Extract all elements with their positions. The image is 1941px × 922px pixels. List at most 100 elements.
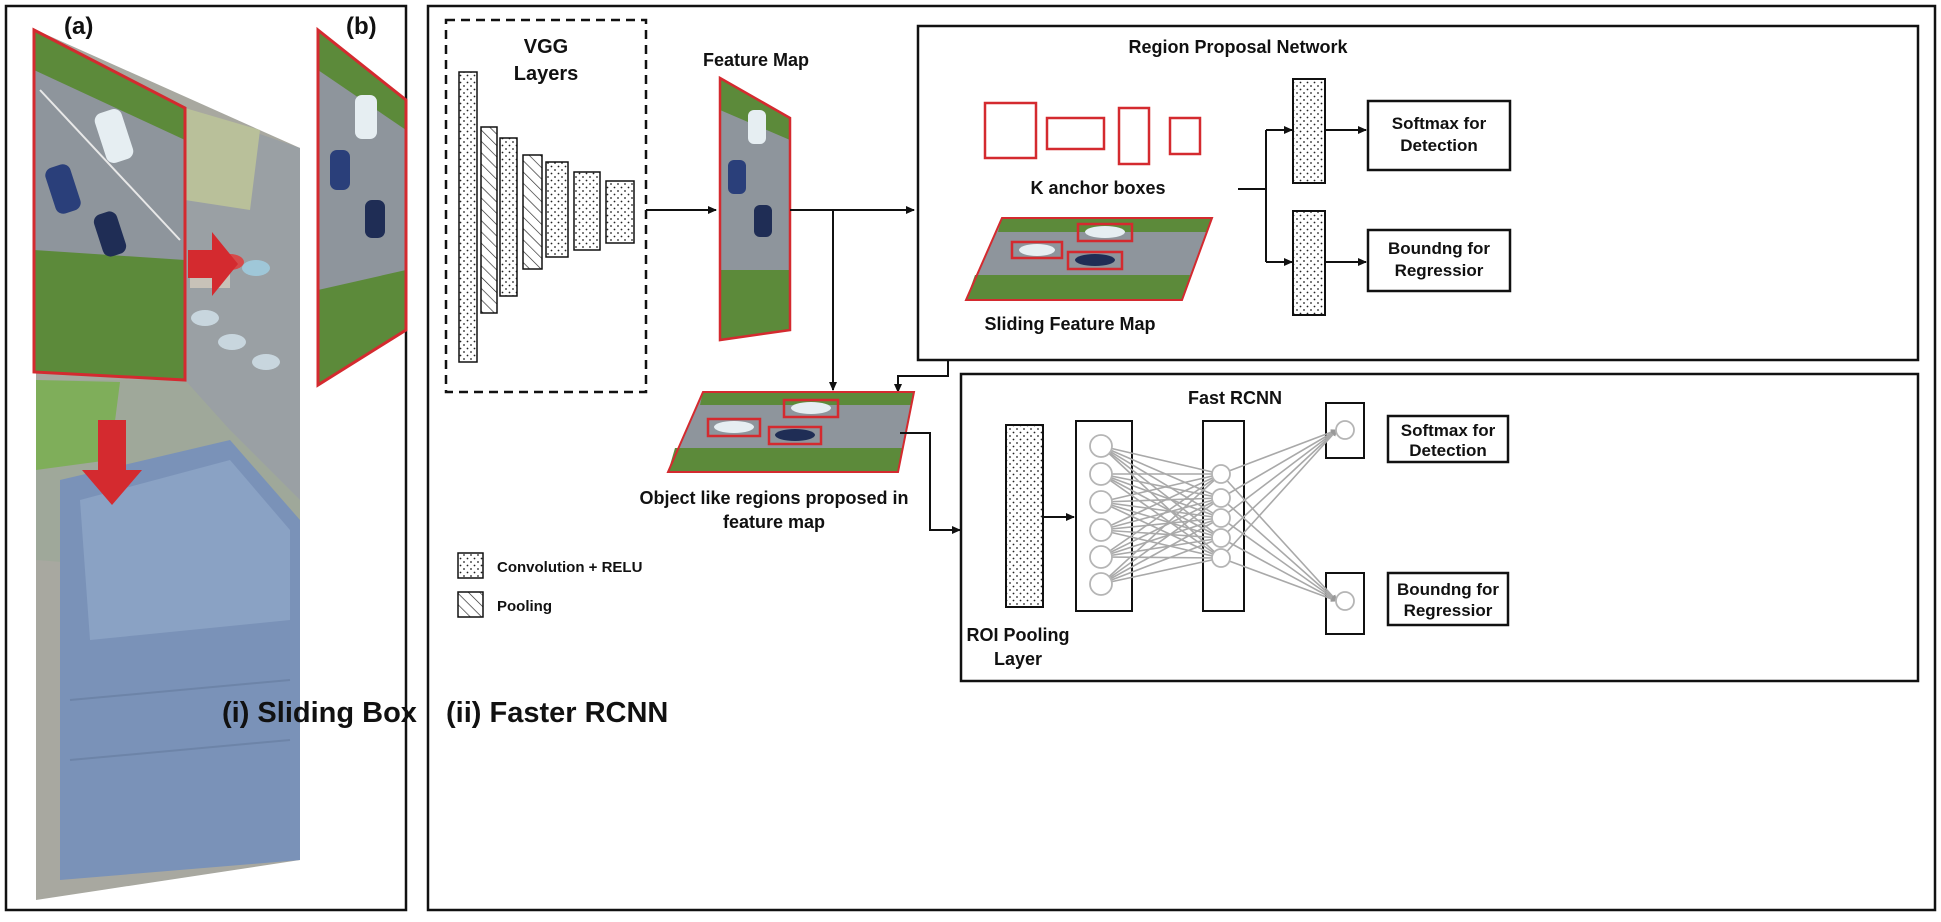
nn-edge	[1100, 517, 1222, 531]
conv-layer	[573, 171, 601, 251]
nn-edge	[1100, 473, 1222, 519]
nn-node	[1089, 434, 1113, 458]
rpn-softmax-box	[1366, 99, 1512, 172]
vgg-title-line2: Layers	[514, 63, 579, 85]
proposal-feature-map-image	[666, 391, 916, 473]
nn-edge	[1100, 497, 1222, 503]
pool-layer	[522, 154, 543, 270]
sliding-feature-map-label: Sliding Feature Map	[984, 314, 1155, 334]
conv-layer	[605, 180, 635, 244]
fast-softmax-line2: Detection	[1409, 441, 1486, 460]
nn-edge	[1100, 537, 1222, 585]
arrow-down-icon	[82, 420, 142, 505]
rpn-bbox-box	[1366, 228, 1512, 293]
nn-edge	[1100, 473, 1222, 499]
nn-edge	[1100, 529, 1222, 539]
nn-edge	[1220, 497, 1338, 602]
reg-output-layer	[1325, 572, 1365, 635]
legend: Convolution + RELU Pooling	[457, 552, 642, 618]
nn-node	[1211, 508, 1231, 528]
legend-conv-swatch	[457, 552, 484, 579]
fast-bbox-line2: Regressior	[1404, 601, 1493, 620]
anchor-box	[1168, 116, 1202, 156]
fast-bbox-box	[1386, 571, 1510, 627]
nn-edge	[1100, 501, 1222, 539]
nn-output-node	[1335, 591, 1355, 611]
nn-connections	[1100, 429, 1338, 602]
fast-rcnn-box	[959, 372, 1920, 683]
arrow-proposals-to-fast-rcnn	[900, 432, 961, 534]
roi-label-line2: Layer	[994, 649, 1042, 669]
feature-map-image	[718, 75, 792, 342]
rpn-bbox-line2: Regressior	[1395, 261, 1484, 280]
nn-edge	[1100, 445, 1222, 499]
legend-pool-swatch	[457, 591, 484, 618]
rpn-softmax-line1: Softmax for	[1392, 114, 1487, 133]
label-a: (a)	[64, 13, 93, 40]
conv-layer	[545, 161, 569, 258]
nn-edge	[1220, 473, 1338, 602]
nn-edge	[1100, 473, 1222, 503]
proposal-label-line1: Object like regions proposed in	[639, 488, 908, 508]
cls-output-layer	[1325, 402, 1365, 459]
arrow-rpn-to-proposals	[894, 360, 949, 393]
nn-node	[1089, 572, 1113, 596]
nn-edge	[1100, 473, 1222, 531]
arrow-right-icon	[188, 232, 238, 296]
caption-faster-rcnn: (ii) Faster RCNN	[446, 697, 668, 729]
aerial-image-large	[36, 30, 300, 900]
nn-node	[1211, 548, 1231, 568]
rpn-title: Region Proposal Network	[1128, 37, 1348, 57]
fast-softmax-line1: Softmax for	[1401, 421, 1496, 440]
cropped-window-b	[316, 26, 408, 388]
nn-node	[1211, 488, 1231, 508]
nn-edge	[1100, 556, 1222, 559]
conv-layer	[499, 137, 518, 297]
nn-edge	[1100, 517, 1222, 585]
rpn-cls-layer	[1292, 78, 1326, 184]
panel-right-frame	[426, 4, 1937, 912]
rpn-bbox-line1: Boundng for	[1388, 239, 1490, 258]
nn-edge	[1100, 473, 1222, 558]
feature-map-label: Feature Map	[703, 50, 809, 70]
nn-edge	[1100, 557, 1222, 585]
nn-edge	[1100, 497, 1222, 585]
nn-edge	[1220, 557, 1338, 602]
roi-label-line1: ROI Pooling	[967, 625, 1070, 645]
nn-edge	[1220, 537, 1338, 602]
legend-conv-label: Convolution + RELU	[497, 559, 642, 576]
rpn-box	[916, 24, 1920, 362]
nn-edge	[1100, 445, 1222, 519]
nn-node	[1211, 464, 1231, 484]
label-b: (b)	[346, 13, 377, 40]
nn-node	[1211, 528, 1231, 548]
anchor-boxes	[983, 101, 1202, 166]
rpn-reg-layer	[1292, 210, 1326, 316]
nn-node	[1089, 545, 1113, 569]
vgg-layers	[458, 71, 635, 363]
nn-edge	[1100, 497, 1222, 558]
pool-layer	[480, 126, 498, 314]
nn-edge	[1100, 529, 1222, 559]
nn-output-node	[1335, 420, 1355, 440]
fast-bbox-line1: Boundng for	[1397, 580, 1499, 599]
nn-nodes	[1089, 420, 1355, 611]
panel-left-frame	[4, 4, 408, 912]
nn-edge	[1220, 429, 1338, 499]
anchor-box	[1045, 116, 1106, 151]
nn-edge	[1100, 501, 1222, 519]
nn-edge	[1100, 537, 1222, 558]
legend-pool-label: Pooling	[497, 598, 552, 615]
nn-node	[1089, 518, 1113, 542]
nn-node	[1089, 490, 1113, 514]
nn-edge	[1220, 429, 1338, 475]
nn-node	[1089, 462, 1113, 486]
anchor-box	[1117, 106, 1151, 166]
nn-edge	[1100, 517, 1222, 558]
proposal-label-line2: feature map	[723, 512, 825, 532]
conv-layer	[458, 71, 478, 363]
rpn-branch-lines	[1238, 126, 1293, 266]
sliding-window-a	[32, 27, 187, 382]
